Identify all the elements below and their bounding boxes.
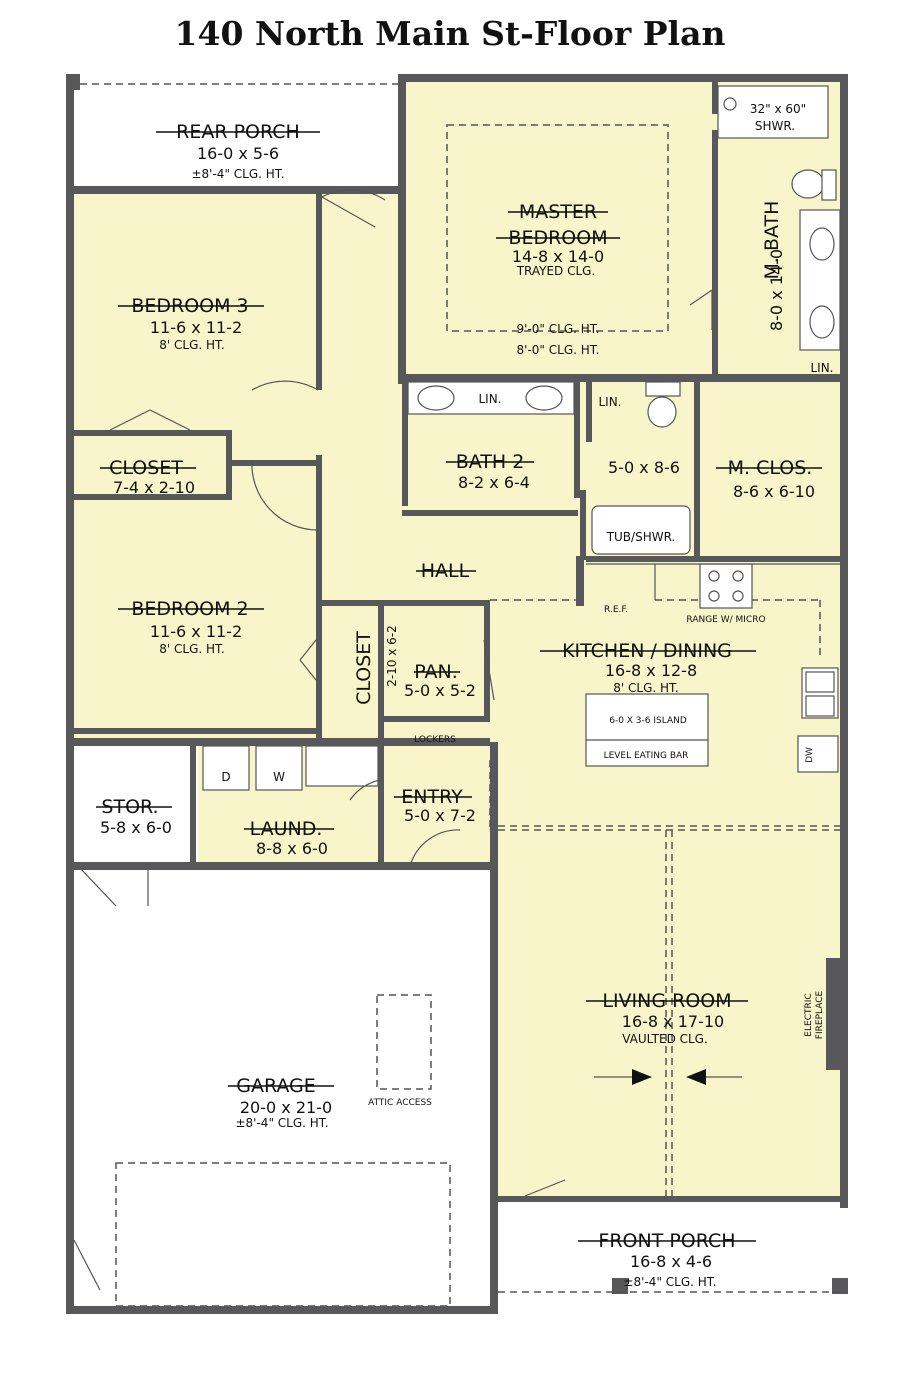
- range-label: RANGE W/ MICRO: [686, 615, 765, 625]
- master-bath-linen: LIN.: [810, 361, 833, 375]
- lockers-label: LOCKERS: [414, 735, 456, 745]
- living-dims: 16-8 x 17-10: [622, 1012, 724, 1031]
- washer-label: W: [273, 770, 285, 784]
- bedroom3-note: 8' CLG. HT.: [159, 338, 224, 352]
- bath2-dims: 8-2 x 6-4: [458, 473, 530, 492]
- dryer-label: D: [221, 770, 230, 784]
- master-closet-dims: 8-6 x 6-10: [733, 482, 815, 501]
- front-porch-note: ±8'-4" CLG. HT.: [623, 1275, 716, 1289]
- bath-small-dims: 5-0 x 8-6: [608, 458, 680, 477]
- garage-dims: 20-0 x 21-0: [240, 1098, 332, 1117]
- master-bedroom-note3: 8'-0" CLG. HT.: [517, 343, 600, 357]
- fixtures: [202, 85, 841, 1070]
- bath2-linen: LIN.: [478, 392, 501, 406]
- garage-note: ±8'-4" CLG. HT.: [235, 1116, 328, 1130]
- living-note: VAULTED CLG.: [622, 1032, 708, 1046]
- tub-label: TUB/SHWR.: [606, 530, 676, 544]
- front-porch-dims: 16-8 x 4-6: [630, 1252, 712, 1271]
- master-bedroom-note: TRAYED CLG.: [516, 264, 596, 278]
- walls: [66, 74, 848, 1314]
- doors: [73, 189, 713, 1291]
- pantry-dims: 5-0 x 5-2: [404, 681, 476, 700]
- living-arrows: [594, 1069, 742, 1085]
- page-title: 140 North Main St-Floor Plan: [174, 14, 726, 53]
- ref-label: R.E.F.: [604, 605, 628, 615]
- room-labels: REAR PORCH 16-0 x 5-6 ±8'-4" CLG. HT. MA…: [96, 102, 834, 1289]
- bath-small-linen: LIN.: [598, 395, 621, 409]
- attic-label: ATTIC ACCESS: [368, 1098, 432, 1108]
- entry-dims: 5-0 x 7-2: [404, 806, 476, 825]
- hall-closet-dims: 2-10 x 6-2: [385, 625, 399, 687]
- closet-dims: 7-4 x 2-10: [113, 478, 195, 497]
- laundry-dims: 8-8 x 6-0: [256, 839, 328, 858]
- room-fills: [70, 78, 844, 1314]
- dw-label: DW: [805, 747, 815, 763]
- island-label-1: 6-0 X 3-6 ISLAND: [609, 716, 687, 726]
- rear-porch-note: ±8'-4" CLG. HT.: [191, 167, 284, 181]
- master-bedroom-note2: 9'-0" CLG. HT.: [517, 322, 600, 336]
- dashed-lines: [115, 124, 840, 1307]
- rear-porch-dims: 16-0 x 5-6: [197, 144, 279, 163]
- fireplace-label-1: ELECTRIC: [804, 993, 814, 1036]
- master-bath-dims: 8-0 x 14-0: [767, 249, 786, 331]
- master-bedroom-dims: 14-8 x 14-0: [512, 247, 604, 266]
- island-label-2: LEVEL EATING BAR: [604, 751, 689, 761]
- fireplace-label-2: FIREPLACE: [815, 990, 825, 1039]
- bedroom2-note: 8' CLG. HT.: [159, 642, 224, 656]
- bedroom2-dims: 11-6 x 11-2: [150, 622, 242, 641]
- kitchen-dims: 16-8 x 12-8: [605, 661, 697, 680]
- master-bath-name: M. BATH: [761, 201, 783, 280]
- master-shower-size: 32" x 60": [750, 102, 806, 116]
- bedroom3-dims: 11-6 x 11-2: [150, 318, 242, 337]
- kitchen-note: 8' CLG. HT.: [613, 681, 678, 695]
- hall-closet-name: CLOSET: [353, 631, 375, 705]
- master-shower-label: SHWR.: [755, 119, 795, 133]
- storage-dims: 5-8 x 6-0: [100, 818, 172, 837]
